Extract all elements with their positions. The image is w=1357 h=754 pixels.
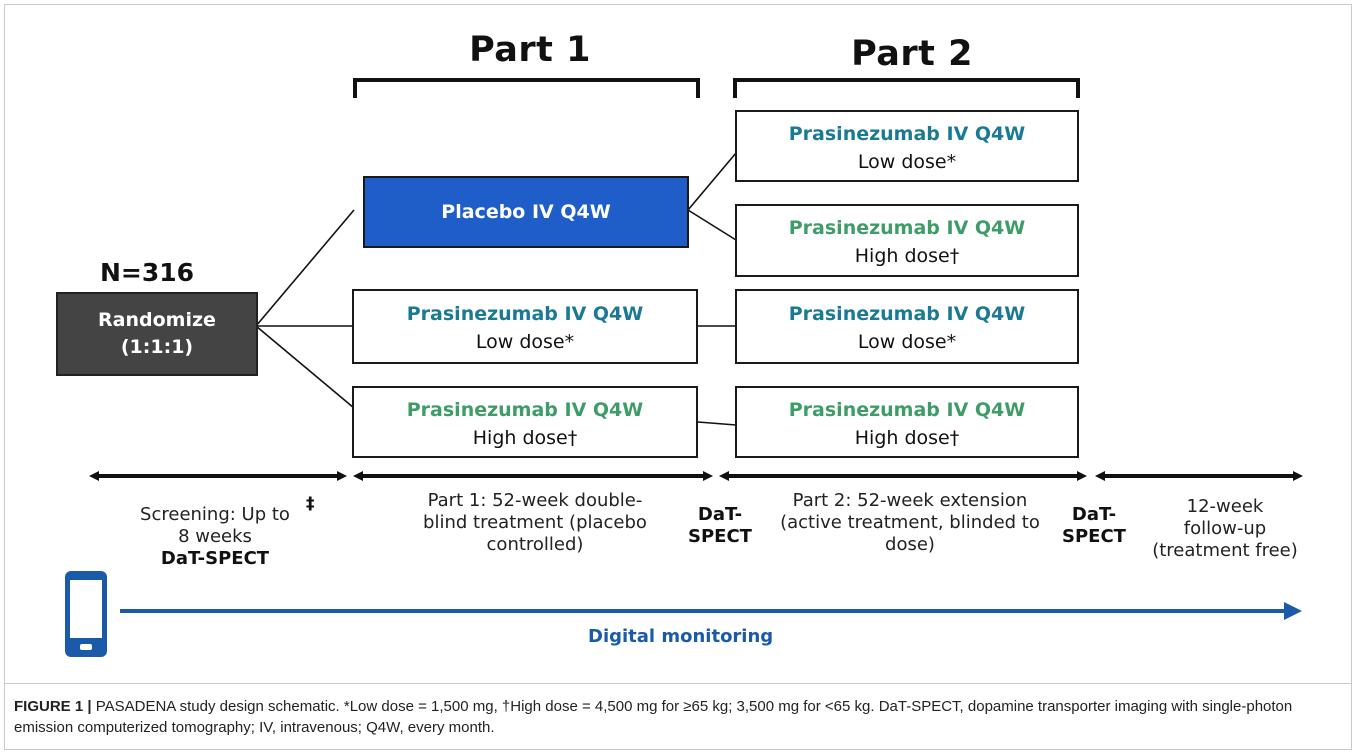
digital-monitoring-arrowhead: [1284, 602, 1302, 620]
sample-size-label: N=316: [100, 258, 195, 287]
dat-spect-1-line2: SPECT: [688, 526, 752, 547]
caption-lead: FIGURE 1 |: [14, 698, 92, 715]
part2-timeline-text: Part 2: 52-week extension (active treatm…: [760, 490, 1060, 556]
part1-timeline-line2: blind treatment (placebo: [423, 512, 647, 533]
part1-title: Part 1: [469, 30, 591, 70]
line-placebo-to-low: [687, 152, 737, 211]
part2-high-dose-title: Prasinezumab IV Q4W: [788, 399, 1026, 421]
part1-high-dose-title: Prasinezumab IV Q4W: [406, 399, 644, 421]
part2-timeline-line2: (active treatment, blinded to: [780, 512, 1040, 533]
caption-divider: [4, 683, 1352, 684]
followup-line2: follow-up: [1183, 518, 1267, 539]
part2-high-dose-box: Prasinezumab IV Q4W High dose†: [735, 386, 1079, 458]
figure-frame: [4, 4, 1352, 750]
line-to-high: [255, 325, 355, 409]
part1-low-dose-label: Low dose*: [475, 331, 575, 353]
dat-spect-2-line2: SPECT: [1062, 526, 1126, 547]
part2-low-dose-box: Prasinezumab IV Q4W Low dose*: [735, 289, 1079, 364]
part1-bracket: [353, 78, 700, 98]
part1-timeline-line3: controlled): [486, 534, 584, 555]
placebo-arm-label: Placebo IV Q4W: [441, 201, 611, 223]
screening-dat-spect: DaT-SPECT: [160, 548, 270, 569]
digital-monitoring-label: Digital monitoring: [588, 626, 774, 647]
smartphone-icon: [65, 571, 107, 657]
followup-text: 12-week follow-up (treatment free): [1140, 496, 1310, 562]
screening-line1: Screening: Up to: [140, 504, 290, 525]
randomize-ratio: (1:1:1): [120, 336, 194, 358]
part2-low-dose-title: Prasinezumab IV Q4W: [788, 303, 1026, 325]
part2-timeline-line1: Part 2: 52-week extension: [792, 490, 1028, 511]
caption-text: PASADENA study design schematic. *Low do…: [14, 698, 1293, 736]
part2-placebo-low-dose-label: Low dose*: [857, 151, 957, 173]
placebo-arm-box: Placebo IV Q4W: [363, 176, 689, 248]
screening-footnote-mark: ‡: [306, 494, 315, 514]
part2-placebo-high-dose-label: High dose†: [854, 245, 960, 267]
screening-line2: 8 weeks: [178, 526, 252, 547]
part2-timeline-line3: dose): [885, 534, 935, 555]
line-high-continuation: [697, 421, 737, 426]
dat-spect-1-line1: DaT-: [697, 504, 743, 525]
randomize-label: Randomize: [98, 309, 216, 331]
followup-line1: 12-week: [1186, 496, 1264, 517]
line-to-placebo: [255, 209, 355, 327]
part2-title: Part 2: [851, 34, 973, 74]
part2-bracket: [733, 78, 1080, 98]
dat-spect-2: DaT- SPECT: [1056, 504, 1132, 548]
dat-spect-2-line1: DaT-: [1071, 504, 1117, 525]
part2-placebo-high-dose-box: Prasinezumab IV Q4W High dose†: [735, 204, 1079, 277]
part1-timeline-line1: Part 1: 52-week double-: [427, 490, 643, 511]
part1-low-dose-title: Prasinezumab IV Q4W: [406, 303, 644, 325]
figure-caption: FIGURE 1 | PASADENA study design schemat…: [14, 696, 1344, 738]
screening-text: Screening: Up to 8 weeks DaT-SPECT: [100, 504, 330, 570]
part2-low-dose-label: Low dose*: [857, 331, 957, 353]
part1-low-dose-box: Prasinezumab IV Q4W Low dose*: [352, 289, 698, 364]
dat-spect-1: DaT- SPECT: [682, 504, 758, 548]
part2-placebo-low-dose-box: Prasinezumab IV Q4W Low dose*: [735, 110, 1079, 182]
part1-high-dose-box: Prasinezumab IV Q4W High dose†: [352, 386, 698, 458]
part1-timeline-text: Part 1: 52-week double- blind treatment …: [390, 490, 680, 556]
part2-placebo-low-dose-title: Prasinezumab IV Q4W: [788, 123, 1026, 145]
followup-line3: (treatment free): [1152, 540, 1298, 561]
part2-placebo-high-dose-title: Prasinezumab IV Q4W: [788, 217, 1026, 239]
part1-high-dose-label: High dose†: [472, 427, 578, 449]
line-placebo-to-high: [687, 209, 737, 241]
part2-high-dose-label: High dose†: [854, 427, 960, 449]
randomize-box: Randomize (1:1:1): [56, 292, 258, 376]
